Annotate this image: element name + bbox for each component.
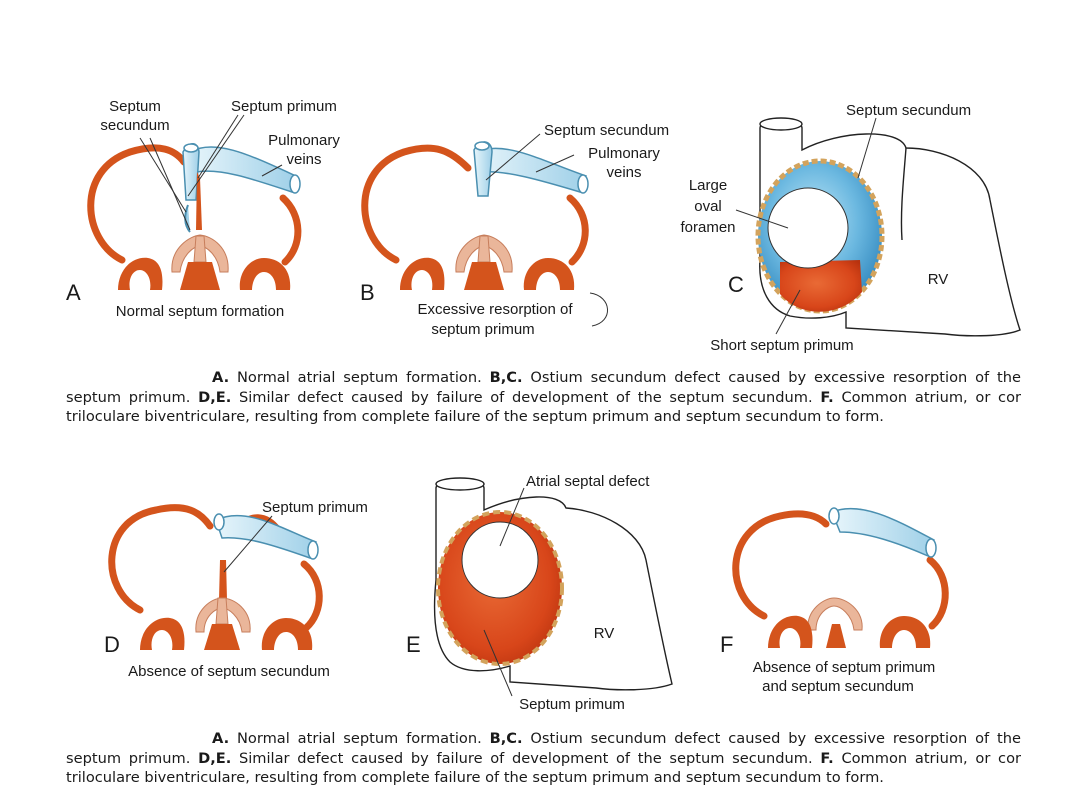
panel-a-ventricle-walls <box>118 257 291 290</box>
panel-f-ventricle-walls <box>768 615 931 648</box>
panel-a-caption: Normal septum formation <box>116 303 284 320</box>
panel-a: A Septum secundum Septum primum Pulmonar… <box>66 98 340 320</box>
panel-c-leader-lines <box>735 117 877 335</box>
panel-f-caption-2: and septum secundum <box>762 678 914 695</box>
top-caption-bc-text: Ostium secundum defect caused by excessi… <box>66 369 1022 406</box>
panel-a-pulmonary-vein <box>182 143 301 201</box>
panel-f-letter: F <box>720 632 733 657</box>
panel-b-pulmonary-vein <box>473 141 589 197</box>
panel-a-endocardial-cushions <box>171 234 229 273</box>
panel-c-letter: C <box>728 272 744 297</box>
panel-b: B Septum secundum Pulmonary veins Excess… <box>360 122 669 338</box>
top-caption-de: D,E. <box>198 388 232 406</box>
panel-e-label-rv: RV <box>594 625 615 642</box>
top-caption-bc: B,C. <box>489 369 523 386</box>
top-caption-f: F. <box>820 388 834 406</box>
panel-f-pulmonary-vein <box>828 507 937 558</box>
panel-e-label-atrial-septal-defect: Atrial septal defect <box>526 473 650 490</box>
panel-f-endocardial-cushions <box>807 597 863 631</box>
bottom-caption-a-text: Normal atrial septum formation. <box>229 730 490 747</box>
panel-c-label-septum-secundum: Septum secundum <box>846 102 971 119</box>
bottom-caption-bc: B,C. <box>489 730 523 747</box>
panel-b-caption-1: Excessive resorption of <box>417 301 573 318</box>
panel-b-label-pulmonary-1: Pulmonary <box>588 145 660 162</box>
bottom-caption-a: A. <box>212 730 230 747</box>
panel-a-label-septum-secundum-1: Septum <box>109 98 161 115</box>
panel-f-caption-1: Absence of septum primum <box>753 659 936 676</box>
bottom-caption: A. Normal atrial septum formation. B,C. … <box>66 729 1021 788</box>
panel-c-label-foramen: foramen <box>680 219 735 236</box>
panel-d-letter: D <box>104 632 120 657</box>
top-caption-a: A. <box>212 369 230 386</box>
bottom-caption-f-text: Common atrium, or cor triloculare bivent… <box>66 749 1021 787</box>
panel-a-label-pulmonary-2: veins <box>286 151 321 168</box>
panel-a-label-septum-secundum-2: secundum <box>100 117 169 134</box>
bottom-caption-de: D,E. <box>198 749 232 767</box>
panel-d-leader-lines <box>223 515 273 573</box>
panel-f-heart-wall <box>732 510 949 630</box>
panel-e-leader-lines <box>483 487 525 697</box>
panel-d-septum-primum <box>219 560 227 600</box>
bottom-caption-bc-text: Ostium secundum defect caused by excessi… <box>66 730 1022 767</box>
panel-e-label-septum-primum: Septum primum <box>519 696 625 713</box>
panel-a-label-septum-primum: Septum primum <box>231 98 337 115</box>
top-caption-de-text: Similar defect caused by failure of deve… <box>231 388 821 406</box>
panel-d-pulmonary-vein <box>213 513 319 560</box>
panel-e-letter: E <box>406 632 421 657</box>
panel-a-label-pulmonary-1: Pulmonary <box>268 132 340 149</box>
panel-c-septum-secundum-disc <box>755 158 885 314</box>
panel-e-septum-primum-disc <box>436 510 564 666</box>
panel-f: F Absence of septum primum and septum se… <box>720 507 949 695</box>
panel-b-leader-lines <box>485 133 608 327</box>
panel-d-label-septum-primum: Septum primum <box>262 499 368 516</box>
panel-e: E Atrial septal defect RV Septum primum <box>406 473 673 713</box>
panel-b-letter: B <box>360 280 375 305</box>
top-caption-f-text: Common atrium, or cor triloculare bivent… <box>66 388 1021 426</box>
panel-d: D Septum primum Absence of septum secund… <box>104 499 368 680</box>
top-caption-a-text: Normal atrial septum formation. <box>229 369 490 386</box>
panel-c-label-short-septum-primum: Short septum primum <box>710 337 853 354</box>
panel-c-label-rv: RV <box>928 271 949 288</box>
panel-d-caption: Absence of septum secundum <box>128 663 330 680</box>
panel-b-label-pulmonary-2: veins <box>606 164 641 181</box>
bottom-caption-de-text: Similar defect caused by failure of deve… <box>231 749 821 767</box>
panel-a-letter: A <box>66 280 81 305</box>
panel-a-leader-lines <box>139 114 283 231</box>
panel-c-label-oval: oval <box>694 198 722 215</box>
panel-c: C Septum secundum Large oval foramen RV … <box>680 102 1021 354</box>
top-caption: A. Normal atrial septum formation. B,C. … <box>66 368 1021 427</box>
panel-b-caption-2: septum primum <box>431 321 534 338</box>
panel-d-ventricle-walls <box>140 617 313 650</box>
panel-b-label-septum-secundum: Septum secundum <box>544 122 669 139</box>
panel-c-label-large: Large <box>689 177 727 194</box>
panel-b-ventricle-walls <box>400 257 575 290</box>
bottom-caption-f: F. <box>820 749 834 767</box>
